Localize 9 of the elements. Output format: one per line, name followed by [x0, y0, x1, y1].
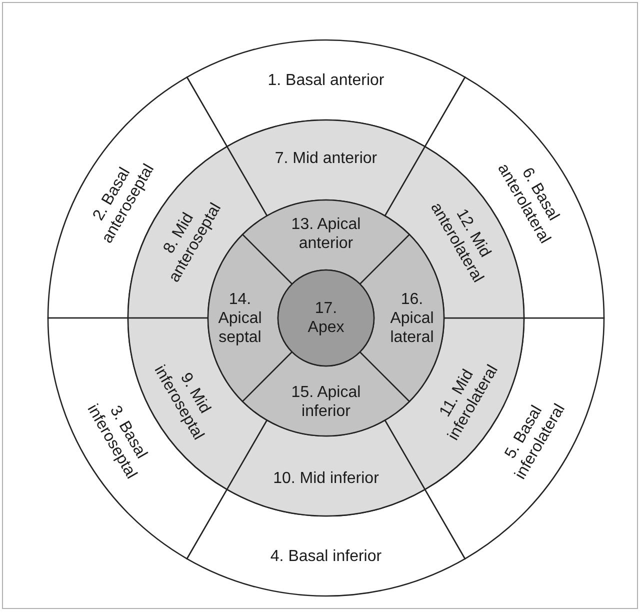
segment-label: 13. Apical anterior	[276, 215, 376, 253]
segment-label: 16. Apical lateral	[381, 290, 443, 346]
segment-label: 1. Basal anterior	[236, 70, 416, 90]
segment-label: 10. Mid inferior	[251, 468, 401, 488]
segment-label: 14. Apical septal	[209, 290, 271, 346]
segment-label: 15. Apical inferior	[276, 383, 376, 421]
segment-label: 17. Apex	[304, 299, 348, 337]
segment-label: 7. Mid anterior	[251, 148, 401, 168]
segment-label: 4. Basal inferior	[236, 546, 416, 566]
